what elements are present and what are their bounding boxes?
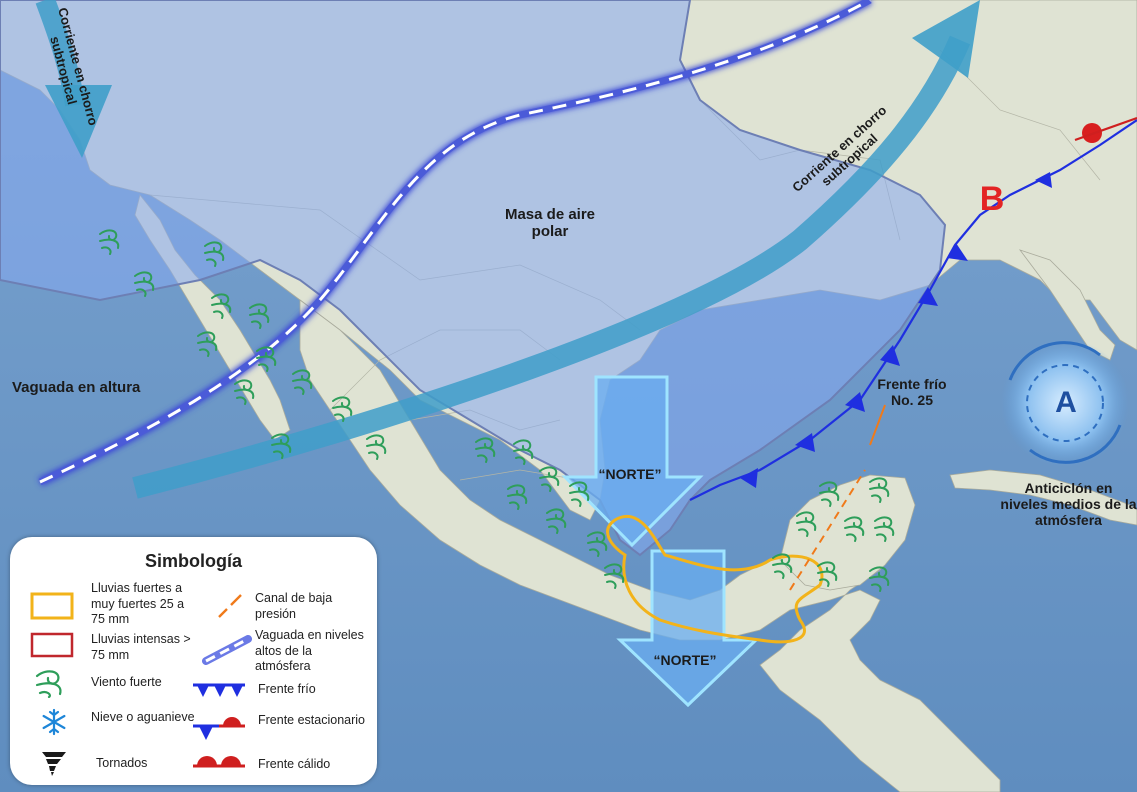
- legend-strong-wind: Viento fuerte: [91, 675, 162, 689]
- strong-wind-markers: [99, 229, 895, 592]
- legend-cold-front: Frente frío: [258, 682, 316, 696]
- upper-trough-label: Vaguada en altura: [12, 379, 141, 396]
- cold-front-line: [689, 116, 1137, 501]
- cold-front-icon: [193, 683, 245, 697]
- heavy-rain-area: [606, 514, 824, 644]
- low-pressure-channel: [789, 469, 866, 591]
- low-pressure-symbol: B: [979, 180, 1005, 218]
- upper-trough-line: [38, 0, 873, 487]
- legend-stationary-front: Frente estacionario: [258, 713, 366, 727]
- warm-front-icon: [193, 756, 245, 768]
- stationary-front-icon: [193, 717, 245, 740]
- anticyclone-symbol: A: [1055, 386, 1077, 419]
- legend: Simbología Lluvias fuertes a muy fuertes…: [10, 537, 377, 785]
- jet-stream: [35, 0, 980, 499]
- legend-warm-front: Frente cálido: [258, 757, 331, 771]
- legend-upper-trough: Vaguada en niveles altos de la atmósfera: [255, 628, 364, 674]
- low-channel-icon: [218, 594, 242, 618]
- anticyclone: [1001, 339, 1129, 467]
- anticyclone-label: Anticiclón en niveles medios de la atmós…: [1000, 480, 1137, 529]
- heavy-rain-legend-icon: [30, 592, 74, 620]
- trough-icon: [202, 635, 252, 665]
- cold-front-label: Frente frío No. 25: [877, 376, 947, 409]
- legend-heavy-rain: Lluvias fuertes a muy fuertes 25 a 75 mm: [91, 581, 185, 627]
- norte-label-1: “NORTE”: [598, 466, 662, 482]
- legend-intense-rain: Lluvias intensas > 75 mm: [91, 632, 191, 662]
- norte-label-2: “NORTE”: [653, 652, 717, 668]
- low-pressure-channel-2: [869, 404, 886, 446]
- intense-rain-legend-icon: [30, 632, 74, 658]
- legend-low-channel: Canal de baja presión: [255, 591, 333, 621]
- polar-air-mass-label: Masa de aire polar: [504, 206, 596, 241]
- legend-tornado: Tornados: [96, 756, 148, 770]
- legend-title: Simbología: [144, 551, 242, 571]
- wind-icon: [35, 670, 62, 698]
- legend-snow: Nieve o aguanieve: [91, 710, 195, 724]
- norte-arrow-1: [561, 375, 704, 548]
- tornado-icon: [42, 752, 66, 776]
- snowflake-icon: [42, 708, 66, 736]
